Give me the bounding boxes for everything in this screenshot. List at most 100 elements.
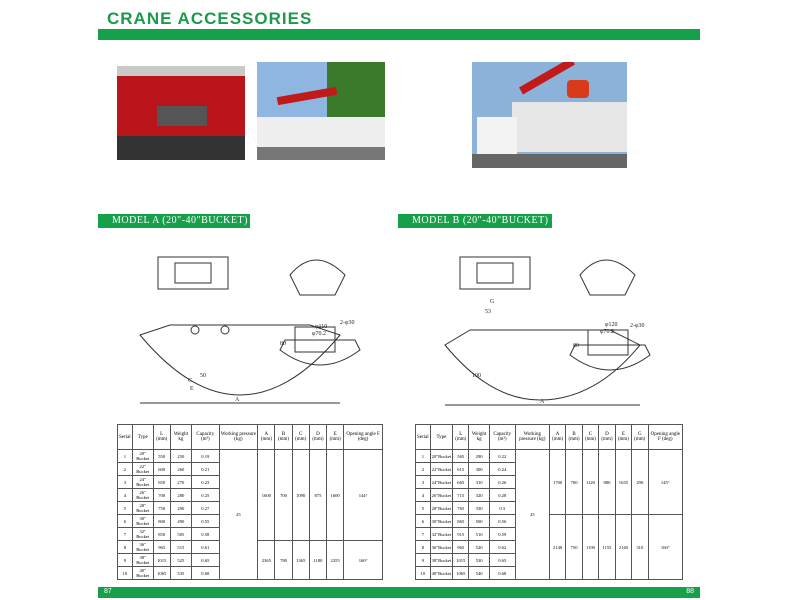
table-cell: 1 xyxy=(117,449,133,463)
table-cell: 865 xyxy=(452,514,470,528)
column-header: Serial xyxy=(117,424,133,450)
table-cell: 1065 xyxy=(452,566,470,580)
table-cell: 965 xyxy=(152,540,171,554)
svg-text:A: A xyxy=(235,397,240,403)
column-header: Capacity (m³) xyxy=(488,424,516,450)
table-cell: 535 xyxy=(169,566,193,580)
table-cell: 0.65 xyxy=(191,553,220,567)
dimension-cell: 145° xyxy=(647,449,684,515)
table-cell: 32"Bucket xyxy=(429,527,454,541)
table-cell: 300 xyxy=(468,462,490,476)
working-pressure: 25 xyxy=(218,449,259,580)
svg-text:80: 80 xyxy=(280,341,286,347)
photo-crane-truck-2 xyxy=(472,62,627,168)
table-cell: 500 xyxy=(468,514,490,528)
photo-crane-truck-1 xyxy=(257,62,385,160)
page-title: CRANE ACCESSORIES xyxy=(107,9,313,28)
table-cell: 0.25 xyxy=(191,488,220,502)
table-cell: 490 xyxy=(169,514,193,528)
table-cell: 1015 xyxy=(152,553,171,567)
column-header: Type xyxy=(429,424,454,450)
table-cell: 26" Bucket xyxy=(131,488,154,502)
table-cell: 0.26 xyxy=(488,475,516,489)
dimension-cell: 1700 xyxy=(548,449,567,515)
table-cell: 0.56 xyxy=(488,514,516,528)
dimension-cell: 1180 xyxy=(308,540,328,580)
table-cell: 9 xyxy=(117,553,133,567)
column-header: Opening angle F (deg) xyxy=(343,424,383,450)
table-cell: 260 xyxy=(169,462,193,476)
column-header: Working pressure (kg) xyxy=(218,424,259,450)
dimension-cell: 780 xyxy=(274,540,293,580)
column-header: Type xyxy=(131,424,154,450)
table-cell: 2 xyxy=(117,462,133,476)
table-cell: 310 xyxy=(468,475,490,489)
dimension-cell: 144° xyxy=(343,449,383,541)
column-header: Weight kg xyxy=(169,424,193,450)
table-cell: 24" Bucket xyxy=(131,475,154,489)
working-pressure: 25 xyxy=(514,449,550,580)
svg-text:G: G xyxy=(490,299,495,305)
column-header: Opening angle F (deg) xyxy=(647,424,684,450)
dimension-cell: 1190 xyxy=(581,514,600,580)
svg-text:2-φ30: 2-φ30 xyxy=(630,323,644,329)
dimension-cell: 875 xyxy=(308,449,328,541)
dimension-cell: 880 xyxy=(598,449,616,515)
table-cell: 270 xyxy=(169,475,193,489)
column-header: A (mm) xyxy=(548,424,567,450)
model-b-diagram: G53 100 A φ120 φ70.2 2-φ30 80 xyxy=(444,256,651,406)
column-header: E (mm) xyxy=(326,424,345,450)
dimension-cell: 750 xyxy=(565,514,583,580)
svg-text:80: 80 xyxy=(573,343,579,349)
table-cell: 7 xyxy=(117,527,133,541)
dimension-cell: 310 xyxy=(631,514,649,580)
svg-text:100: 100 xyxy=(472,373,481,379)
table-cell: 9 xyxy=(415,553,431,567)
table-cell: 26"Bucket xyxy=(429,488,454,502)
table-cell: 290 xyxy=(169,501,193,515)
dimension-cell: 160° xyxy=(343,540,383,580)
page-number-left: 87 xyxy=(104,588,112,595)
table-cell: 6 xyxy=(415,514,431,528)
column-header: A (mm) xyxy=(257,424,276,450)
table-cell: 0.21 xyxy=(191,462,220,476)
dimension-cell: 1600 xyxy=(326,449,345,541)
table-cell: 2 xyxy=(415,462,431,476)
header-bar xyxy=(98,29,700,40)
table-cell: 28" Bucket xyxy=(131,501,154,515)
dimension-cell: 160° xyxy=(647,514,684,580)
table-cell: 0.24 xyxy=(488,462,516,476)
svg-text:2-φ30: 2-φ30 xyxy=(340,320,354,326)
column-header: B (mm) xyxy=(274,424,293,450)
table-cell: 0.19 xyxy=(191,449,220,463)
table-cell: 30" Bucket xyxy=(131,514,154,528)
table-cell: 0.59 xyxy=(488,527,516,541)
table-cell: 320 xyxy=(468,488,490,502)
column-header: L (mm) xyxy=(152,424,171,450)
table-cell: 0.62 xyxy=(488,540,516,554)
table-cell: 36" Bucket xyxy=(131,540,154,554)
table-cell: 3 xyxy=(415,475,431,489)
table-cell: 330 xyxy=(468,501,490,515)
table-cell: 0.68 xyxy=(191,566,220,580)
table-cell: 800 xyxy=(152,514,171,528)
dimension-cell: 1120 xyxy=(581,449,600,515)
table-cell: 28"Bucket xyxy=(429,501,454,515)
dimension-cell: 2140 xyxy=(614,514,633,580)
dimension-cell: 700 xyxy=(274,449,293,541)
dimension-cell: 1600 xyxy=(257,449,276,541)
table-cell: 1065 xyxy=(152,566,171,580)
column-header: Capacity (m³) xyxy=(191,424,220,450)
table-cell: 965 xyxy=(452,540,470,554)
svg-text:A: A xyxy=(540,399,545,405)
dimension-cell: 1635 xyxy=(614,449,633,515)
table-cell: 10 xyxy=(415,566,431,580)
table-cell: 5 xyxy=(117,501,133,515)
footer-bar: 87 88 xyxy=(98,587,700,598)
